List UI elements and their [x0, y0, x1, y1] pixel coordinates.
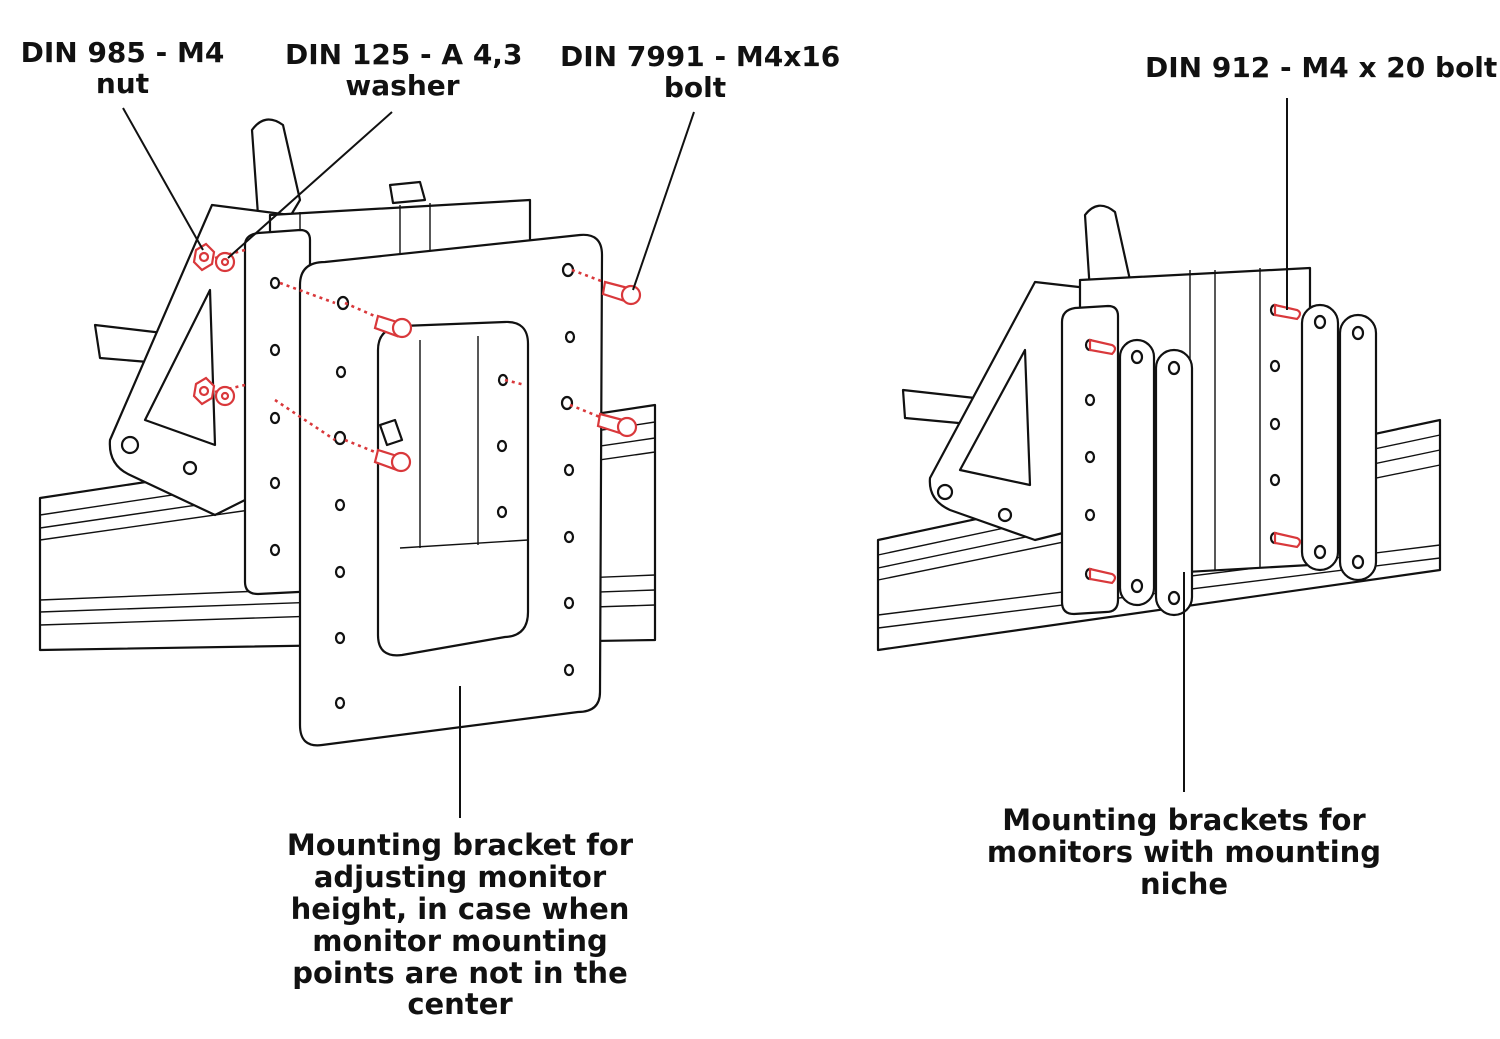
right-front-strip — [1060, 304, 1120, 616]
label-niche-brackets: Mounting brackets for monitors with moun… — [986, 803, 1382, 901]
left-hardware — [192, 242, 642, 473]
leader-bolt-7991 — [632, 111, 695, 291]
niche-brackets — [1118, 303, 1378, 617]
left-top-handle — [250, 118, 302, 227]
adjust-plate-window — [376, 320, 530, 657]
right-hardware — [1088, 303, 1302, 585]
nut-lower — [192, 376, 216, 406]
bolt-7991-b — [373, 314, 413, 339]
bolt-7991-a — [601, 280, 642, 306]
label-adjust-bracket: Mounting bracket for adjusting monitor h… — [286, 828, 634, 1022]
label-bolt-912: DIN 912 - M4 x 20 bolt — [1145, 51, 1498, 84]
label-nut: DIN 985 - M4 nut — [20, 36, 225, 100]
left-assembly — [38, 118, 657, 747]
nut-upper — [192, 242, 216, 272]
washer-lower — [214, 385, 236, 407]
left-strip-holes — [269, 276, 281, 557]
bolt-7991-d — [373, 448, 412, 473]
leader-washer — [227, 111, 393, 259]
label-bolt-7991: DIN 7991 - M4x16 bolt — [560, 40, 841, 104]
leader-lines — [122, 98, 1288, 818]
bolt-7991-c — [596, 412, 638, 438]
label-washer: DIN 125 - A 4,3 washer — [285, 38, 523, 102]
leader-nut — [122, 107, 204, 251]
right-assembly — [876, 204, 1442, 652]
